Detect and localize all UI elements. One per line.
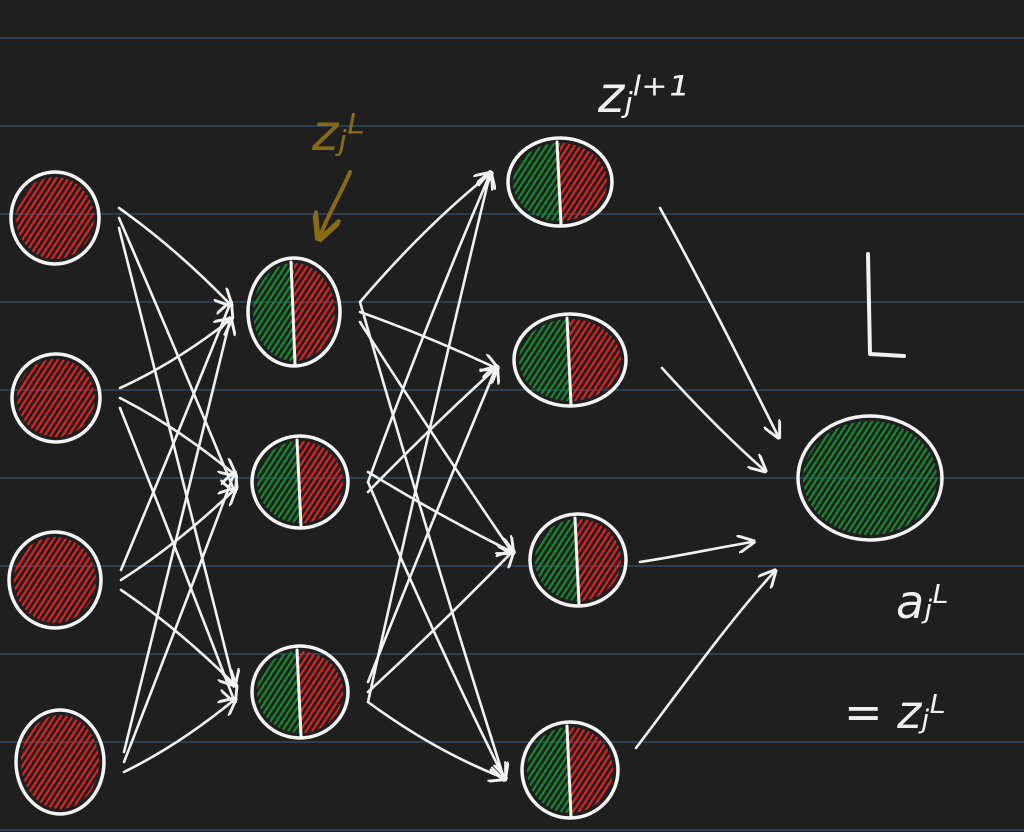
split-divider <box>295 648 303 738</box>
split-divider <box>295 438 303 528</box>
edge-in3-h2 <box>119 490 234 582</box>
edge-in4-h3 <box>122 700 234 774</box>
split-divider <box>565 724 573 818</box>
neuron-in1 <box>9 170 101 266</box>
edge-to-output-1 <box>658 206 778 436</box>
split-divider <box>555 140 563 226</box>
edge-h3-g2 <box>366 368 496 684</box>
edge-h2-g4 <box>366 480 504 778</box>
eq-z-j-L-label: = zⱼᴸ <box>844 685 945 739</box>
split-divider <box>573 516 581 606</box>
edge-h1-g4 <box>358 300 504 778</box>
loss-L-label: L <box>860 353 861 355</box>
edge-h1-g1 <box>358 174 490 304</box>
edge-in1-h3 <box>117 226 234 684</box>
edge-h2-g2 <box>366 368 496 494</box>
edge-in4-h2 <box>122 474 234 764</box>
edge-in3-h1 <box>119 304 230 572</box>
edge-in3-h3 <box>119 588 234 684</box>
split-divider <box>565 316 573 406</box>
edge-h2-g1 <box>366 174 490 484</box>
edge-to-output-4 <box>634 572 774 750</box>
neuron-h3 <box>250 644 350 740</box>
annotations: zⱼᴸ zⱼˡ⁺¹ L aⱼᴸ = zⱼᴸ <box>311 66 948 739</box>
neuron-g1 <box>506 136 614 228</box>
z-j-l1-label: zⱼˡ⁺¹ <box>597 66 688 124</box>
split-divider <box>289 260 297 366</box>
edge-h3-g3 <box>366 552 512 694</box>
edge-in1-h1 <box>117 206 230 304</box>
neuron-in3 <box>7 530 103 630</box>
edge-h1-g2 <box>358 310 496 368</box>
edge-h1-g3 <box>358 320 512 552</box>
edge-in2-h3 <box>118 406 234 700</box>
neuron-in4 <box>14 708 106 816</box>
loss-L-glyph <box>866 252 906 358</box>
edge-in4-h1 <box>122 320 230 754</box>
edge-in2-h1 <box>118 320 230 390</box>
edge-in1-h2 <box>117 216 234 490</box>
gold-arrow <box>320 170 352 236</box>
a-j-L-label: aⱼᴸ <box>896 575 948 629</box>
edge-h2-g3 <box>366 470 512 552</box>
edge-h3-g4 <box>366 700 504 778</box>
neuron-in2 <box>10 352 102 444</box>
edge-to-output-3 <box>638 542 752 564</box>
connections <box>117 174 778 778</box>
edge-to-output-2 <box>660 366 764 470</box>
z-j-l-label: zⱼᴸ <box>311 104 365 162</box>
neuron-g4 <box>520 720 620 820</box>
edge-h3-g1 <box>366 174 490 704</box>
